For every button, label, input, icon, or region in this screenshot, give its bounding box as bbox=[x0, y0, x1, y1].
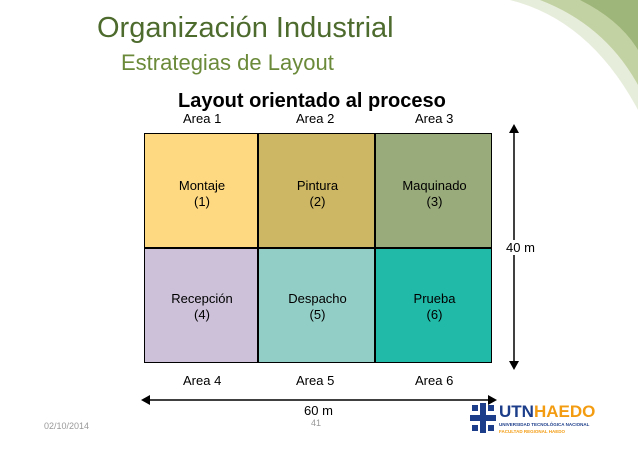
logo-haedo: HAEDO bbox=[533, 402, 596, 421]
utn-emblem-icon bbox=[470, 403, 496, 433]
width-label: 60 m bbox=[304, 403, 333, 418]
cell-number: (3) bbox=[426, 194, 443, 209]
slide-subtitle: Estrategias de Layout bbox=[121, 50, 334, 75]
cell-name: Montaje bbox=[178, 178, 226, 193]
cell-recepcion: Recepción (4) bbox=[144, 248, 258, 363]
cell-name: Maquinado bbox=[402, 178, 467, 193]
logo-line1: UNIVERSIDAD TECNOLÓGICA NACIONAL bbox=[499, 422, 590, 427]
cell-name: Pintura bbox=[296, 178, 339, 193]
cell-montaje: Montaje (1) bbox=[144, 133, 258, 248]
area-label-3: Area 3 bbox=[415, 111, 454, 126]
cell-number: (2) bbox=[309, 194, 326, 209]
logo-utn: UTN bbox=[499, 402, 534, 421]
cell-maquinado: Maquinado (3) bbox=[375, 133, 492, 248]
cell-prueba: Prueba (6) bbox=[375, 248, 492, 363]
cell-name: Despacho bbox=[288, 291, 347, 306]
area-label-1: Area 1 bbox=[183, 111, 222, 126]
diagram-heading: Layout orientado al proceso bbox=[178, 90, 446, 112]
corner-decoration bbox=[510, 0, 638, 110]
cell-name: Prueba bbox=[413, 291, 456, 306]
logo-line2: FACULTAD REGIONAL HAEDO bbox=[499, 429, 565, 434]
utn-haedo-logo: UTNHAEDO UNIVERSIDAD TECNOLÓGICA NACIONA… bbox=[470, 403, 630, 439]
cell-number: (1) bbox=[194, 194, 210, 209]
cell-despacho: Despacho (5) bbox=[258, 248, 375, 363]
width-dimension-arrow bbox=[141, 395, 497, 405]
area-label-4: Area 4 bbox=[183, 373, 222, 388]
area-label-2: Area 2 bbox=[296, 111, 335, 126]
slide-title: Organización Industrial bbox=[97, 12, 394, 44]
height-label: 40 m bbox=[505, 240, 536, 255]
area-label-6: Area 6 bbox=[415, 373, 454, 388]
cell-number: (4) bbox=[194, 307, 210, 322]
cell-number: (5) bbox=[309, 307, 326, 322]
footer-date: 02/10/2014 bbox=[44, 421, 90, 431]
cell-number: (6) bbox=[426, 307, 443, 322]
cell-name: Recepción bbox=[171, 291, 233, 306]
cell-pintura: Pintura (2) bbox=[258, 133, 375, 248]
page-number: 41 bbox=[311, 418, 322, 428]
area-label-5: Area 5 bbox=[296, 373, 335, 388]
